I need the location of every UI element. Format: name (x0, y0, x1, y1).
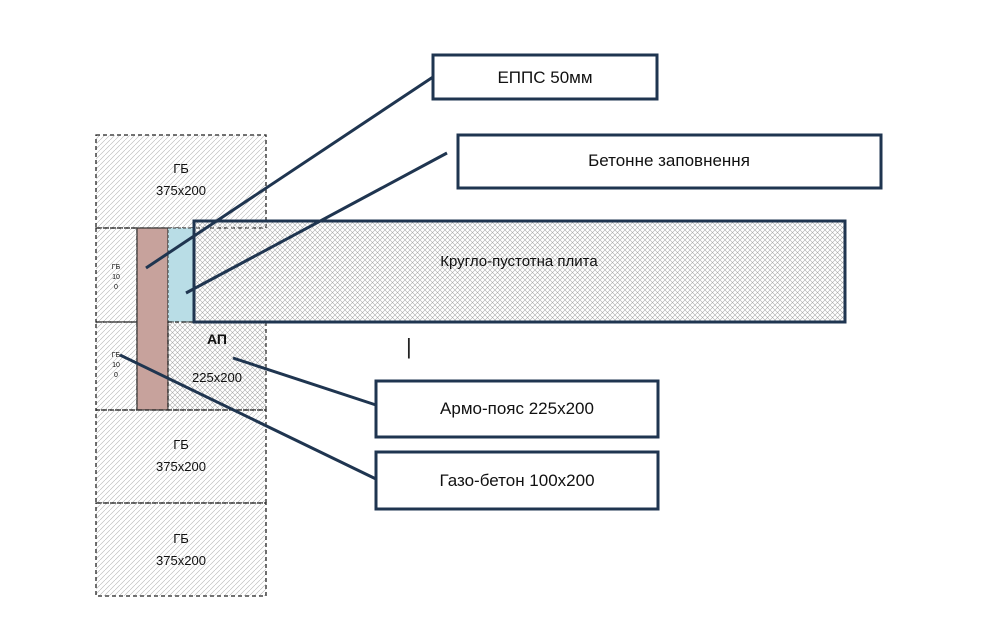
gas-block-small-lower-l3: 0 (114, 372, 118, 379)
gas-block-small-lower: ГБ 10 0 (95, 321, 138, 411)
hollow-core-slab: Кругло-пустотна плита (192, 219, 847, 324)
gas-block-small-upper-l3: 0 (114, 284, 118, 291)
gas-block-small-upper: ГБ 10 0 (95, 227, 138, 323)
concrete-infill (167, 227, 195, 323)
gas-block-middle: ГБ 375x200 (95, 409, 267, 504)
callout-armo-text: Армо-пояс 225x200 (440, 399, 594, 418)
armo-belt-size: 225x200 (192, 370, 242, 385)
callout-armo: Армо-пояс 225x200 (374, 379, 660, 439)
callout-gas-text: Газо-бетон 100x200 (439, 471, 594, 490)
leader-line-armo (232, 356, 377, 407)
leader-line-eps (145, 75, 434, 270)
leader-line-gas (119, 353, 377, 481)
gas-block-middle-name: ГБ (173, 437, 189, 452)
gas-block-small-lower-l1: ГБ (112, 352, 121, 359)
callout-gas: Газо-бетон 100x200 (374, 450, 660, 511)
gas-block-bottom: ГБ 375x200 (95, 502, 267, 597)
gas-block-bottom-name: ГБ (173, 531, 189, 546)
callout-concrete-text: Бетонне заповнення (588, 151, 750, 170)
slab-label: Кругло-пустотна плита (440, 253, 598, 270)
armo-belt-block: АП 225x200 (167, 321, 267, 411)
gas-block-small-lower-l2: 10 (112, 362, 120, 369)
gas-block-top: ГБ 375x200 (95, 134, 267, 229)
gas-block-small-upper-l2: 10 (112, 274, 120, 281)
gas-block-bottom-size: 375x200 (156, 553, 206, 568)
armo-belt-name: АП (207, 331, 227, 347)
leader-line-concrete (185, 151, 448, 295)
callout-eps: ЕППС 50мм (431, 53, 659, 101)
gas-block-top-size: 375x200 (156, 183, 206, 198)
gas-block-middle-size: 375x200 (156, 459, 206, 474)
callout-concrete: Бетонне заповнення (456, 133, 883, 190)
gas-block-top-name: ГБ (173, 161, 189, 176)
gas-block-small-upper-l1: ГБ (112, 264, 121, 271)
callout-eps-text: ЕППС 50мм (497, 68, 592, 87)
text-cursor: | (406, 334, 412, 359)
